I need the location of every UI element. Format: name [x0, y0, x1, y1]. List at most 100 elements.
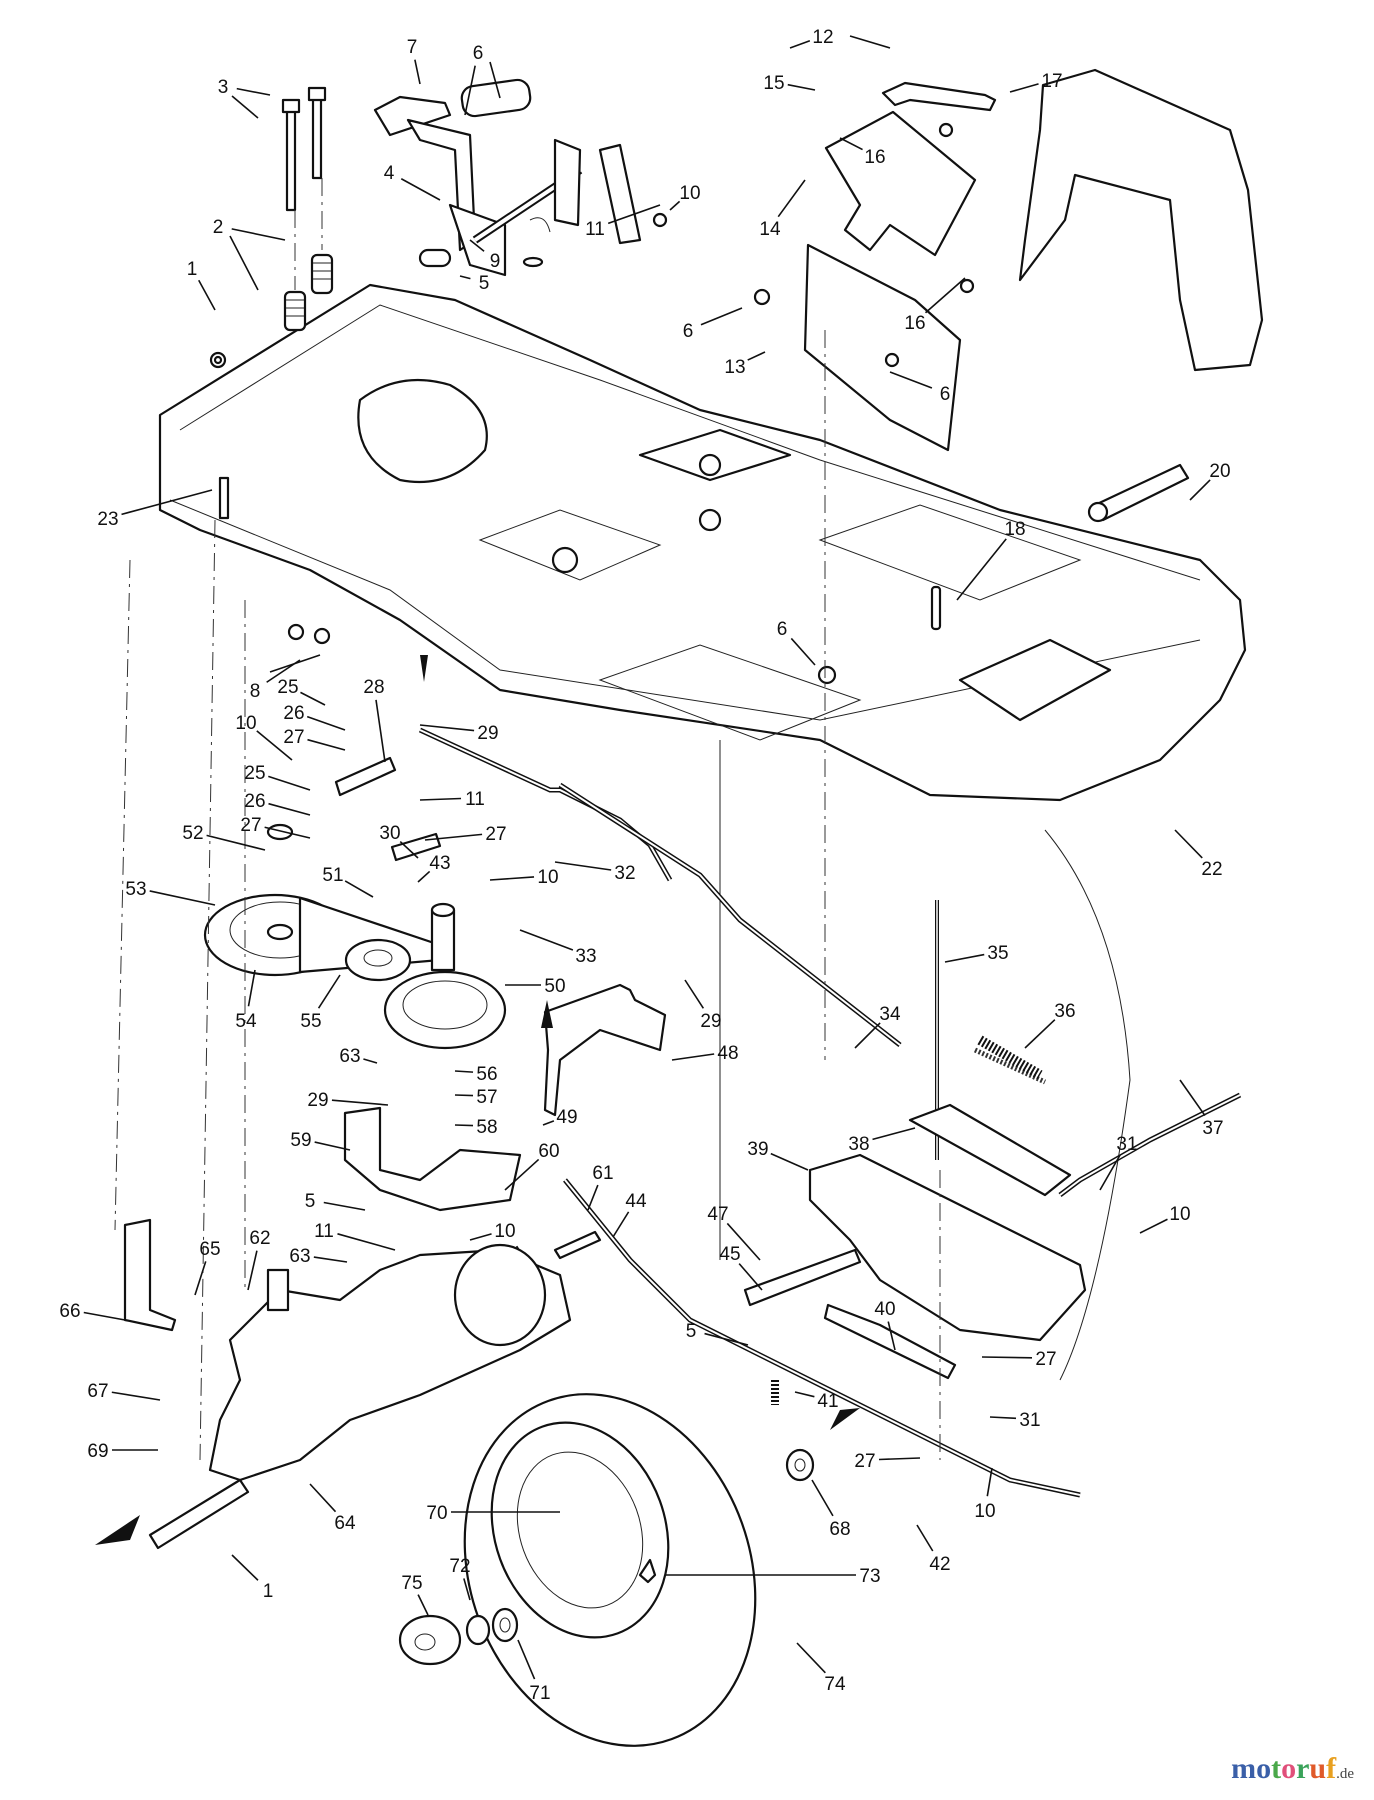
callout-label-70: 70 — [426, 1503, 447, 1524]
callout-label-41: 41 — [817, 1391, 838, 1412]
callout-leader — [313, 1256, 348, 1263]
callout-leader — [375, 699, 386, 763]
callout-leader — [231, 1554, 259, 1581]
callout-label-6: 6 — [683, 321, 694, 342]
callout-leader — [206, 834, 266, 851]
callout-label-27: 27 — [485, 824, 506, 845]
callout-label-23: 23 — [97, 509, 118, 530]
callout-label-6: 6 — [777, 619, 788, 640]
linkage-rods — [418, 727, 1242, 1498]
callout-leader — [307, 738, 346, 751]
callout-leader — [726, 1222, 761, 1261]
callout-leader — [489, 876, 535, 881]
callout-leader — [236, 87, 271, 96]
callout-leader — [121, 489, 213, 516]
callout-label-50: 50 — [544, 976, 565, 997]
callout-leader — [849, 35, 891, 49]
callout-leader — [489, 61, 501, 99]
callout-label-75: 75 — [401, 1573, 422, 1594]
pins — [218, 463, 1190, 685]
callout-leader — [344, 880, 374, 898]
callout-leader — [796, 1642, 826, 1674]
callout-leader — [669, 200, 681, 211]
callout-leader — [111, 1391, 161, 1401]
callout-label-73: 73 — [859, 1566, 880, 1587]
callout-leader — [738, 1263, 763, 1291]
arrow-up-icon — [541, 1000, 553, 1028]
callout-leader — [454, 1124, 474, 1127]
callout-label-7: 7 — [407, 37, 418, 58]
watermark-logo: motoruf.de — [1231, 1752, 1354, 1786]
callout-label-45: 45 — [719, 1244, 740, 1265]
callout-leader — [1139, 1218, 1168, 1234]
callout-label-37: 37 — [1202, 1118, 1223, 1139]
callout-label-4: 4 — [384, 163, 395, 184]
callout-leader — [554, 861, 612, 871]
bolts-springs — [209, 86, 334, 369]
callout-leader — [400, 178, 441, 201]
callout-label-31: 31 — [1116, 1134, 1137, 1155]
callout-leader — [469, 239, 485, 252]
callout-leader — [309, 1483, 337, 1513]
callout-label-9: 9 — [490, 251, 501, 272]
callout-label-64: 64 — [334, 1513, 356, 1534]
callout-leader — [607, 204, 661, 225]
callout-label-49: 49 — [556, 1107, 577, 1128]
watermark-letter: u — [1309, 1752, 1327, 1785]
callout-label-33: 33 — [575, 946, 596, 967]
callout-label-27: 27 — [240, 815, 261, 836]
callout-label-29: 29 — [307, 1090, 328, 1111]
arrow-left-icon — [95, 1515, 140, 1545]
callout-leader — [194, 1261, 207, 1296]
callout-leader — [794, 1391, 815, 1398]
callout-leader — [149, 890, 216, 906]
callout-leader — [839, 137, 863, 151]
callout-label-63: 63 — [289, 1246, 310, 1267]
callout-leader — [789, 40, 811, 49]
callout-leader — [417, 870, 431, 883]
callout-label-6: 6 — [940, 384, 951, 405]
callout-leader — [700, 307, 743, 326]
callout-leader — [956, 538, 1007, 601]
callout-leader — [306, 715, 346, 731]
pedal-assembly — [373, 78, 642, 277]
callout-label-43: 43 — [429, 853, 450, 874]
callout-leader — [612, 1211, 630, 1238]
callout-label-20: 20 — [1209, 461, 1230, 482]
callout-label-12: 12 — [812, 27, 833, 48]
callout-label-16: 16 — [864, 147, 885, 168]
callout-label-47: 47 — [707, 1204, 728, 1225]
callout-leader — [337, 1233, 396, 1251]
callout-leader — [1024, 1019, 1056, 1049]
callout-label-55: 55 — [300, 1011, 321, 1032]
callout-leader — [587, 1184, 599, 1211]
callout-leader — [469, 1233, 492, 1241]
callout-label-27: 27 — [283, 727, 304, 748]
callout-label-44: 44 — [625, 1191, 647, 1212]
callout-label-32: 32 — [614, 863, 635, 884]
callout-leader — [889, 371, 933, 389]
callout-label-11: 11 — [585, 219, 605, 240]
callout-leader — [747, 351, 766, 361]
callout-leader — [924, 277, 966, 314]
callout-label-10: 10 — [537, 867, 558, 888]
callout-leader — [464, 65, 476, 116]
callout-leader — [83, 1311, 126, 1321]
callout-label-29: 29 — [477, 723, 498, 744]
callout-leader — [986, 1467, 993, 1497]
callout-label-42: 42 — [929, 1554, 950, 1575]
callout-leader — [247, 1250, 258, 1291]
callout-label-52: 52 — [182, 823, 203, 844]
callout-leader — [671, 1053, 715, 1061]
callout-leader — [887, 1321, 896, 1351]
callout-label-48: 48 — [717, 1043, 738, 1064]
callout-label-34: 34 — [879, 1004, 901, 1025]
callout-leader — [463, 1578, 471, 1601]
callout-label-67: 67 — [87, 1381, 108, 1402]
callout-leader — [419, 724, 475, 732]
callout-leader — [229, 235, 259, 291]
callout-leader — [231, 228, 286, 241]
callout-label-30: 30 — [379, 823, 400, 844]
callout-label-5: 5 — [686, 1321, 697, 1342]
callout-label-39: 39 — [747, 1139, 768, 1160]
